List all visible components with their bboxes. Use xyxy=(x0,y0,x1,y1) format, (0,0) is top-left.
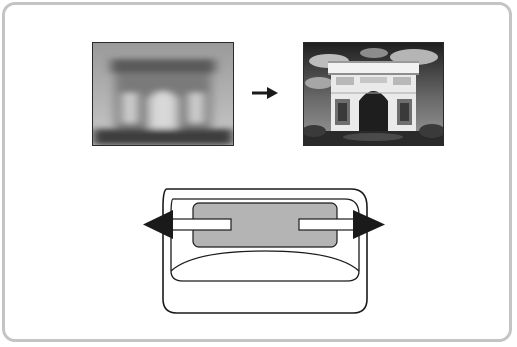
focused-image xyxy=(303,42,444,146)
focus-ring xyxy=(143,188,385,314)
rotate-right-arrow-icon xyxy=(298,210,385,239)
arrow-right-icon xyxy=(252,87,278,99)
rotate-left-arrow-icon xyxy=(143,210,232,239)
blurred-image xyxy=(92,42,234,146)
arc-de-triomphe xyxy=(328,61,419,135)
blurred-arch xyxy=(93,59,233,145)
illustration-panel xyxy=(2,2,512,342)
